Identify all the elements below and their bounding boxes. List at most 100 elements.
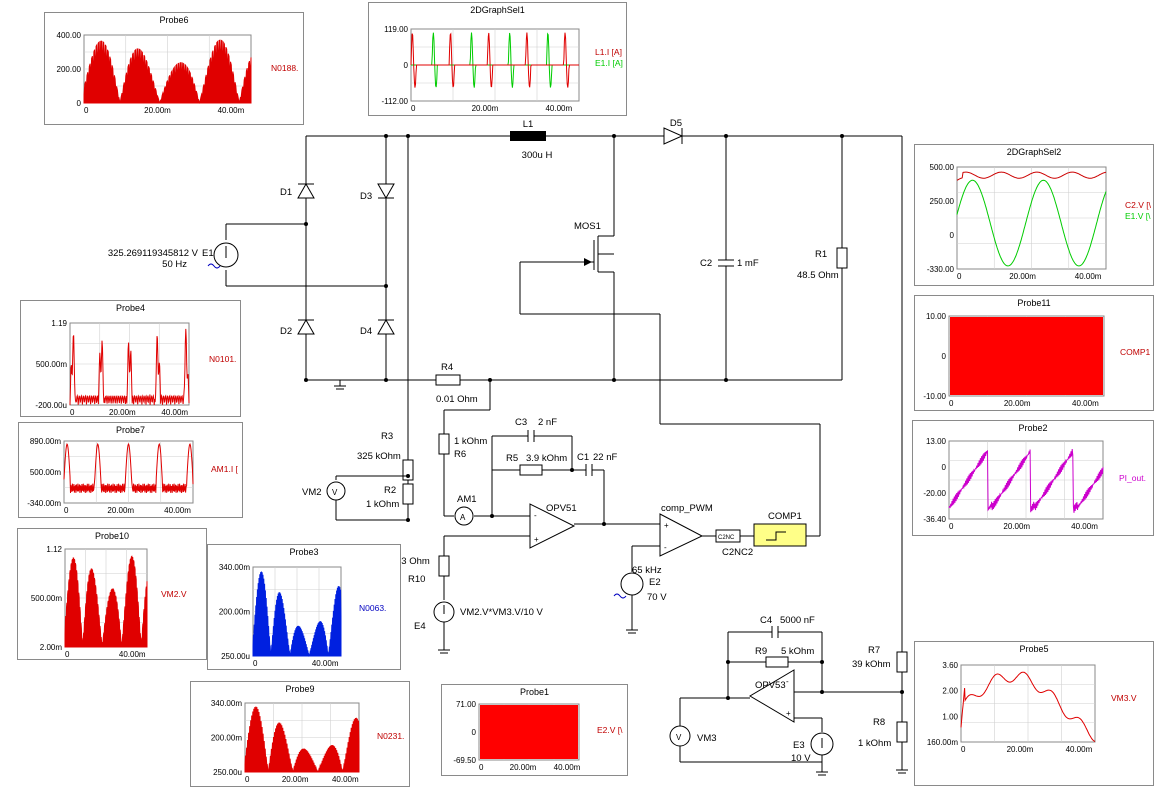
legend-entry: E1.I [A] [595,58,623,68]
resistor-r5[interactable] [519,464,543,476]
capacitor-c2[interactable] [718,136,734,380]
probe-title: Probe5 [1019,644,1049,654]
resistor-r9[interactable] [765,656,789,668]
y-tick-label: 3.60 [942,661,958,670]
label-mos1: MOS1 [574,221,601,232]
label-r6: R6 [454,449,466,460]
probe-title: 2DGraphSel2 [1006,147,1062,157]
label-vm3: VM3 [697,733,717,744]
legend-entry: PI_out. [1119,473,1146,483]
resistor-r7[interactable] [896,651,908,673]
x-tick-label: 20.00m [510,763,537,772]
inductor-l1[interactable] [510,131,546,141]
label-e3v: 10 V [791,753,811,764]
y-tick-label: 890.00m [30,437,61,446]
junction-dots [304,134,904,700]
legend-entry: L1.I [A] [595,47,622,57]
y-tick-label: -20.00 [923,489,946,498]
legend-entry: COMP1 [1120,347,1151,357]
comparator-comp-pwm[interactable]: + - [659,513,704,557]
resistor-r2[interactable] [402,483,414,505]
trace [960,671,1096,742]
x-tick-label: 40.00m [1066,745,1093,754]
svg-text:V: V [676,733,682,742]
diode-d2[interactable] [297,318,315,335]
resistor-r6[interactable] [438,433,450,455]
x-tick-label: 0 [245,775,250,784]
source-e1[interactable] [207,242,239,269]
x-tick-label: 0 [411,104,416,113]
label-opv53: OPV53 [755,680,786,691]
resistor-r10[interactable] [438,555,450,577]
y-tick-label: 500.00m [31,594,62,603]
legend-entry: VM2.V [161,589,187,599]
y-tick-label: -112.00 [381,97,408,106]
mosfet-mos1[interactable] [520,136,615,380]
label-r5: R5 [506,453,518,464]
x-tick-label: 20.00m [1003,522,1030,531]
voltmeter-vm3[interactable]: V [669,725,691,747]
opamp-opv53[interactable]: - + [749,669,795,723]
ammeter-am1[interactable]: A [454,506,474,526]
x-tick-label: 0 [84,106,89,115]
resistor-r4[interactable] [435,374,461,386]
svg-text:-: - [664,543,667,552]
probe-title: Probe3 [289,547,319,557]
trace [69,328,190,406]
y-tick-label: 500.00m [30,468,61,477]
probe-title: Probe1 [519,687,550,697]
resistor-r1[interactable] [836,136,848,380]
label-e4v: VM2.V*VM3.V/10 V [460,607,544,618]
resistor-r8[interactable] [896,721,908,743]
y-tick-label: 200.00 [57,65,82,74]
legend-entry: N0063. [359,603,386,613]
opamp-opv51[interactable]: - + [529,503,576,549]
label-c2: C2 [700,258,712,269]
source-e4[interactable] [433,601,455,623]
label-d4: D4 [360,326,372,337]
label-comp1: COMP1 [768,511,802,522]
source-e3[interactable] [810,732,834,756]
trace [63,442,194,494]
x-tick-label: 20.00m [282,775,309,784]
source-e2[interactable] [613,572,644,599]
diode-d1[interactable] [297,182,315,199]
trace [83,39,252,104]
voltmeter-vm2[interactable]: V [326,481,346,501]
y-tick-label: 200.00m [219,608,250,617]
diode-d4[interactable] [377,318,395,335]
y-tick-label: 400.00 [57,31,82,40]
comparator-comp1[interactable] [753,523,807,547]
c2nc-converter[interactable]: C2NC [715,529,741,543]
x-tick-label: 40.00m [554,763,581,772]
y-tick-label: 0 [942,352,947,361]
y-tick-label: 71.00 [456,700,477,709]
y-tick-label: 340.00m [211,699,242,708]
x-tick-label: 0 [949,522,954,531]
diode-d5[interactable] [663,127,702,145]
trace-fill [950,317,1103,395]
diode-d3[interactable] [377,183,395,200]
x-tick-label: 40.00m [1072,399,1099,408]
label-r8v: 1 kOhm [858,738,891,749]
label-c3: C3 [515,417,527,428]
x-tick-label: 40.00m [164,506,191,515]
